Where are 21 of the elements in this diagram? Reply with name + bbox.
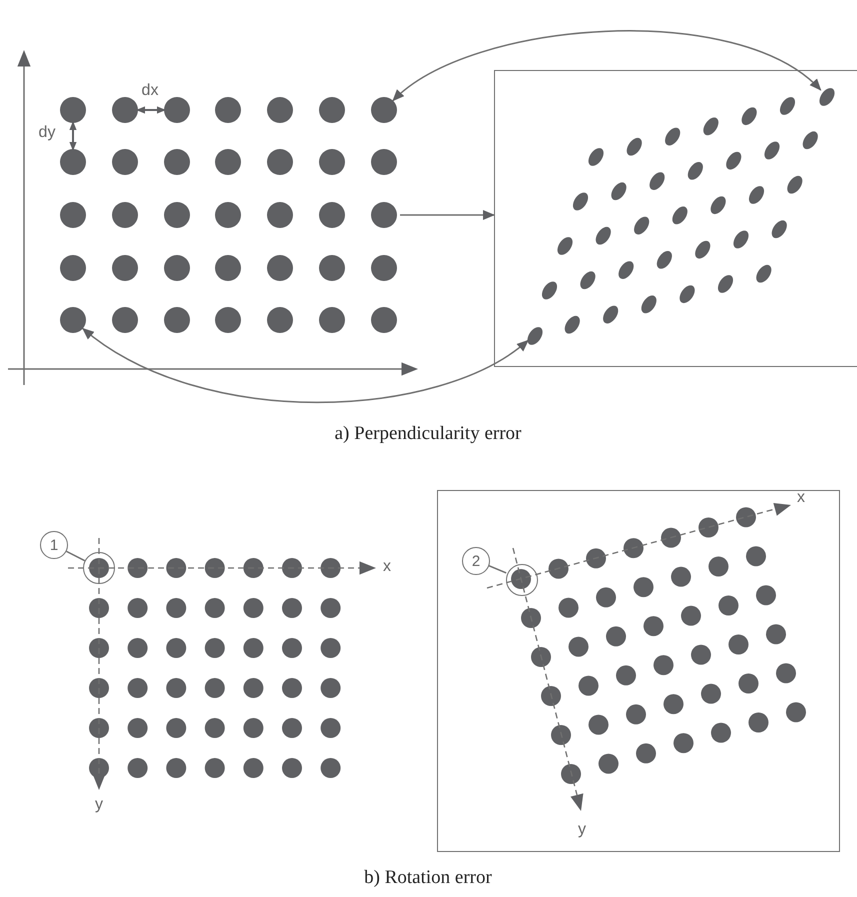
dot — [371, 97, 397, 123]
callout-number: 2 — [462, 547, 490, 575]
caption: a) Perpendicularity error — [334, 423, 522, 445]
caption: b) Rotation error — [364, 867, 492, 889]
arrow — [392, 30, 822, 102]
arrow — [400, 210, 495, 220]
dot — [60, 307, 86, 333]
leader-line — [66, 550, 86, 562]
axis-label: y — [95, 796, 103, 814]
axis-label: x — [797, 489, 805, 507]
callout-number: 1 — [40, 531, 68, 559]
leader-line — [488, 564, 506, 574]
axis-label: dx — [142, 82, 158, 100]
plot-frame — [494, 70, 857, 367]
arrow — [82, 328, 529, 404]
reference-ring — [83, 552, 115, 584]
plot-frame — [437, 490, 840, 852]
reference-ring — [506, 564, 538, 596]
axis-label: dy — [38, 124, 56, 142]
axis-label: x — [383, 558, 391, 576]
axis-label: y — [578, 821, 586, 839]
